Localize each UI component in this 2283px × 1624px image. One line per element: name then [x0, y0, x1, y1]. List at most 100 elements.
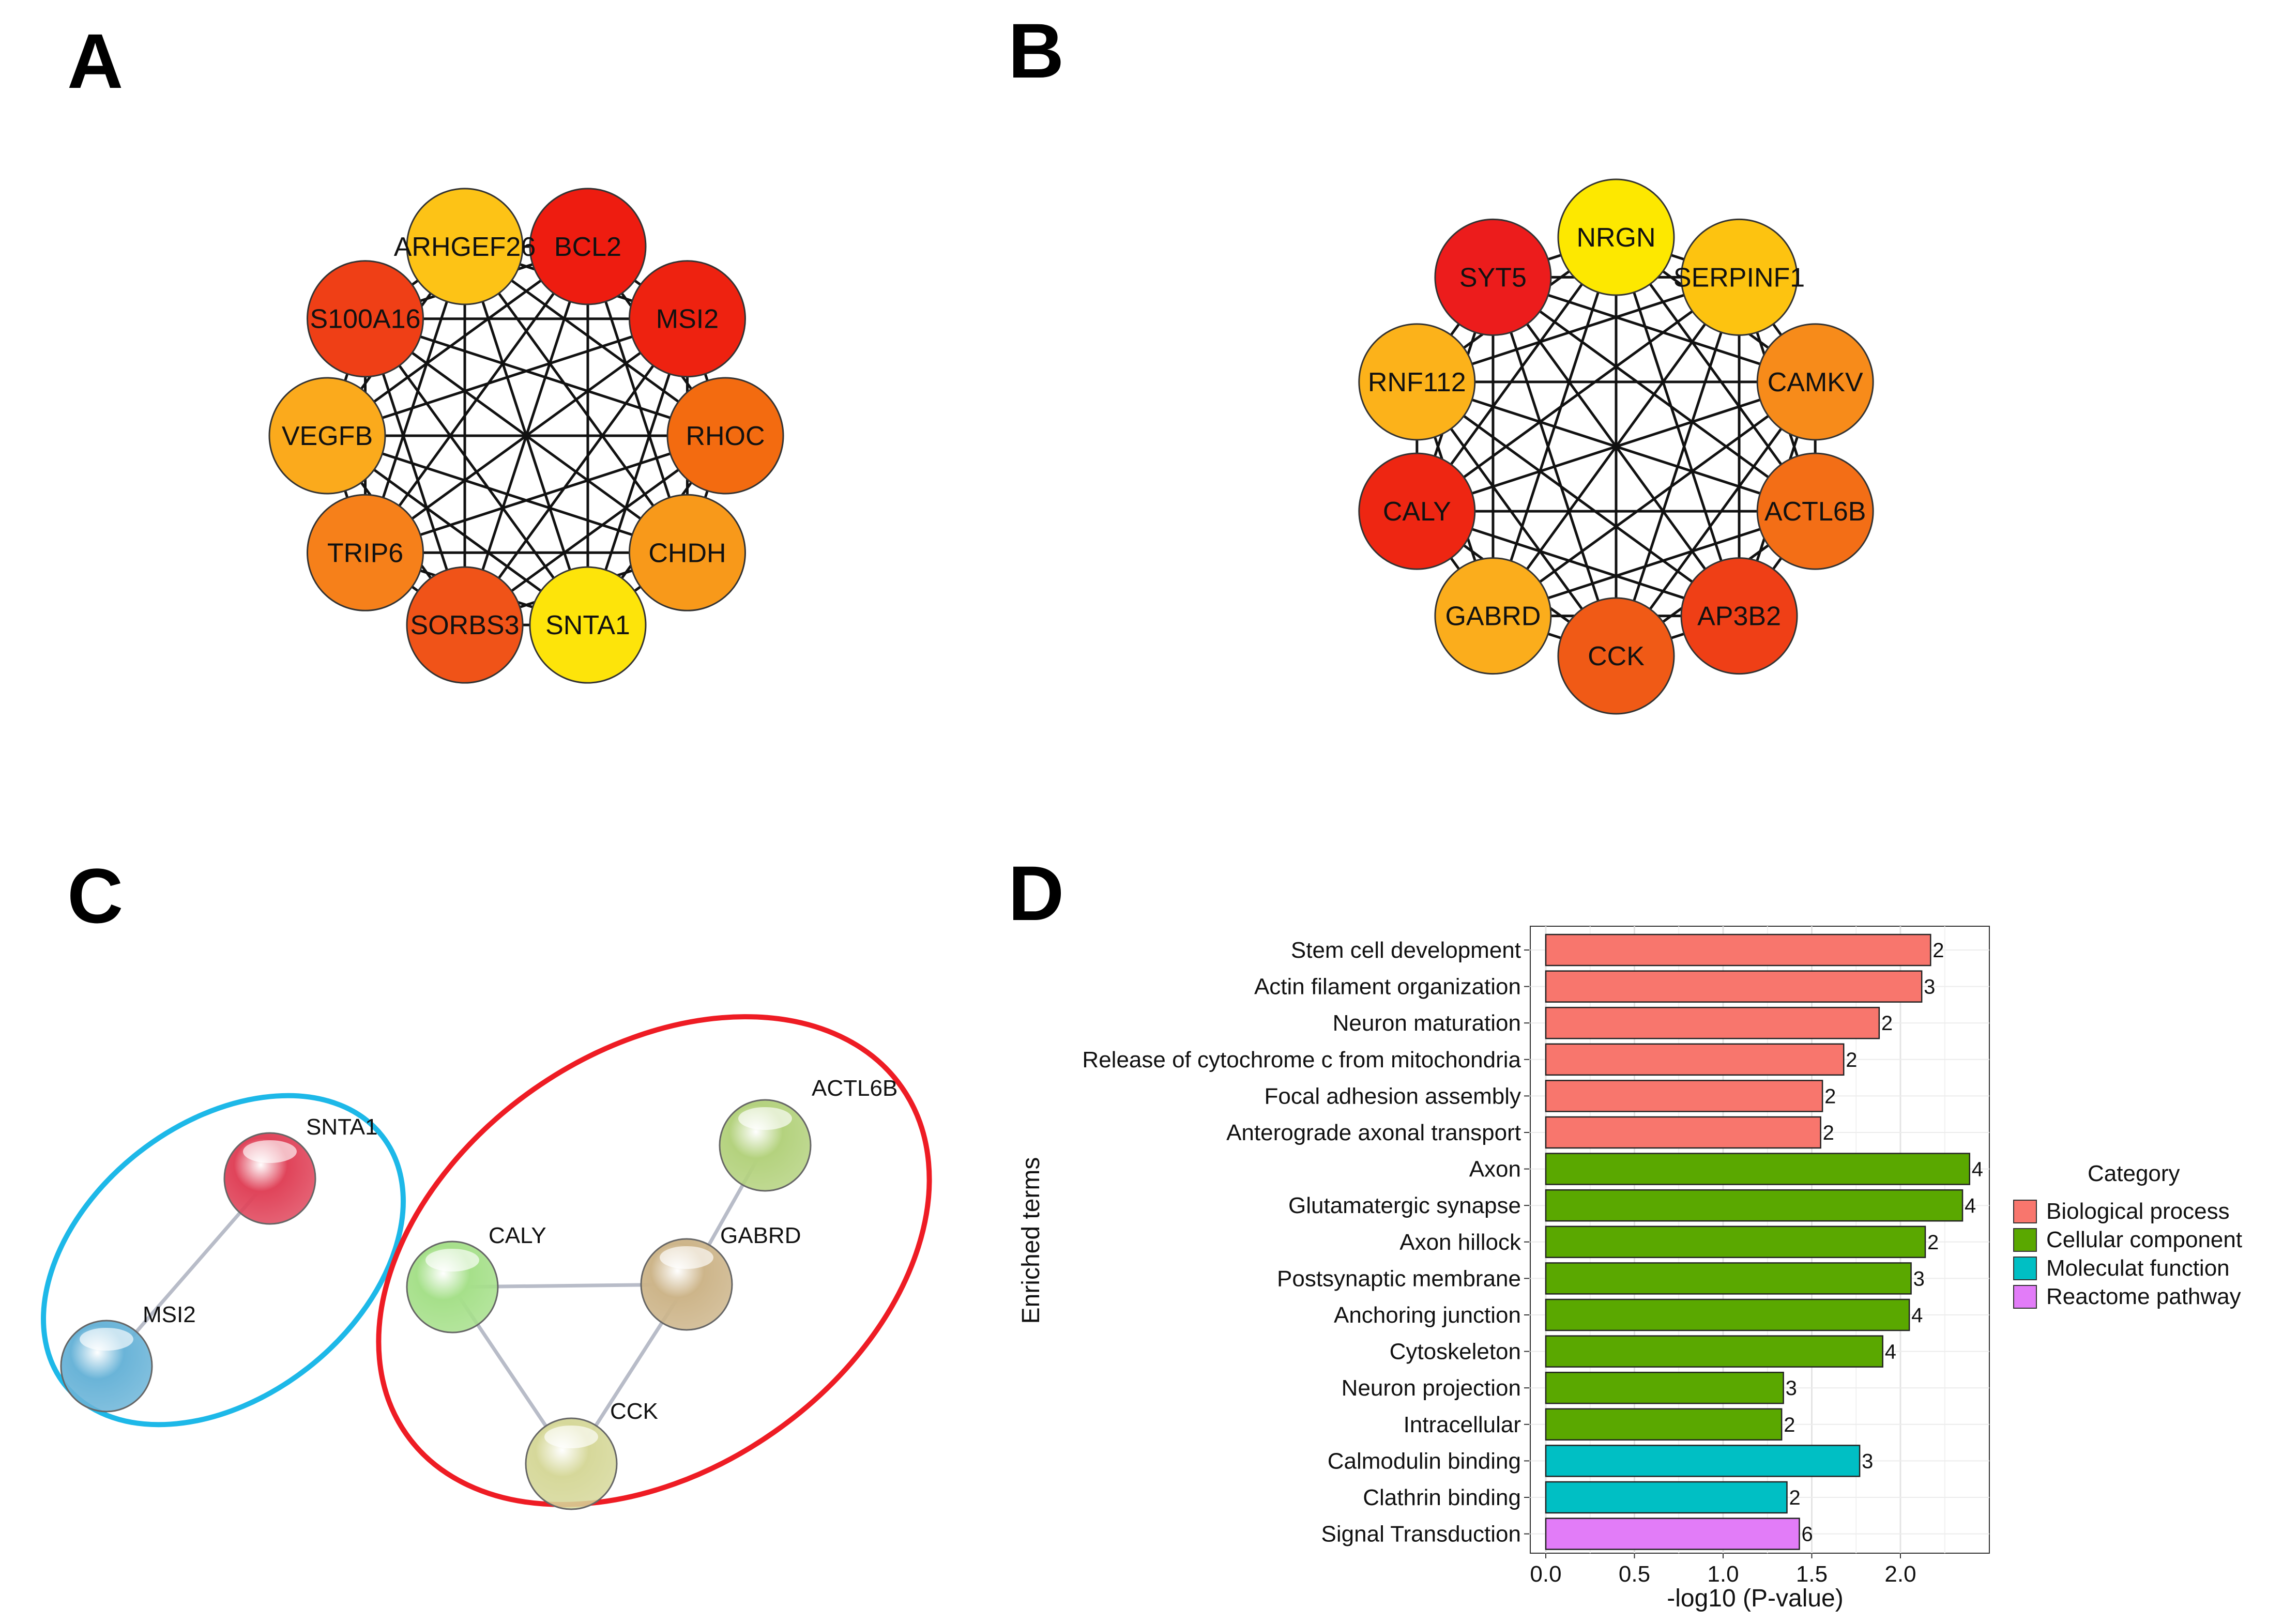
bar-count-label: 4 — [1911, 1304, 1923, 1327]
enrichment-bar[interactable] — [1545, 1335, 1883, 1368]
term-tick-label: Postsynaptic membrane — [1277, 1266, 1521, 1291]
enrichment-bar[interactable] — [1545, 1518, 1800, 1550]
network-node-circle — [1358, 452, 1476, 570]
bar-count-label: 6 — [1801, 1523, 1813, 1546]
bar-count-label: 2 — [1846, 1049, 1857, 1071]
ppi-node-label: GABRD — [720, 1223, 801, 1248]
ppi-node-label: CALY — [489, 1223, 546, 1248]
network-edge — [1491, 237, 1618, 617]
x-tick-label: 0.5 — [1619, 1561, 1650, 1587]
bar-count-label: 4 — [1885, 1341, 1896, 1363]
network-edge — [1492, 276, 1816, 513]
bar-count-label: 2 — [1823, 1122, 1834, 1144]
ppi-node-label: CCK — [610, 1399, 658, 1424]
network-node-circle — [529, 188, 647, 305]
x-tick-label: 0.0 — [1530, 1561, 1561, 1587]
network-node[interactable]: CHDH — [628, 494, 746, 611]
network-node-label: CAMKV — [1768, 367, 1863, 397]
term-tick-label: Neuron projection — [1342, 1375, 1521, 1401]
ppi-node[interactable]: ACTL6B — [719, 1076, 897, 1192]
panel-d-letter: D — [1008, 850, 1064, 937]
term-tick-label: Release of cytochrome c from mitochondri… — [1082, 1047, 1521, 1073]
enrichment-bar[interactable] — [1545, 1408, 1783, 1441]
network-edge — [364, 317, 726, 437]
network-node[interactable]: SYT5 — [1434, 218, 1552, 336]
enrichment-bar[interactable] — [1545, 1445, 1861, 1477]
network-node-label: AP3B2 — [1697, 602, 1781, 632]
network-node[interactable]: AP3B2 — [1680, 557, 1798, 675]
ppi-node[interactable]: MSI2 — [60, 1302, 196, 1413]
network-node-label: TRIP6 — [327, 538, 403, 568]
enrichment-bar[interactable] — [1545, 1262, 1912, 1295]
network-node[interactable]: RHOC — [666, 377, 784, 495]
network-node-label: MSI2 — [656, 304, 719, 334]
x-tick-label: 2.0 — [1884, 1561, 1916, 1587]
network-node[interactable]: SERPINF1 — [1673, 218, 1805, 336]
network-node-circle — [529, 566, 647, 684]
legend-item-label: Biological process — [2046, 1199, 2230, 1224]
x-tick-label: 1.5 — [1796, 1561, 1828, 1587]
network-node-circle — [666, 377, 784, 495]
term-tick-label: Axon hillock — [1399, 1230, 1521, 1255]
x-axis-title: -log10 (P-value) — [1667, 1585, 1843, 1612]
network-node-circle — [1557, 178, 1675, 296]
panel-a-network: A BCL2MSI2RHOCCHDHSNTA1SORBS3TRIP6VEGFBS… — [67, 18, 784, 684]
enrichment-bar[interactable] — [1545, 1116, 1821, 1149]
network-node[interactable]: S100A16 — [307, 260, 424, 378]
network-node[interactable]: RNF112 — [1358, 323, 1476, 441]
network-node[interactable]: SORBS3 — [406, 566, 524, 684]
network-node-circle — [406, 188, 524, 305]
term-tick-label: Calmodulin binding — [1328, 1448, 1521, 1474]
network-node-label: CCK — [1588, 641, 1645, 671]
bar-count-label: 2 — [1927, 1231, 1939, 1254]
network-node[interactable]: CALY — [1358, 452, 1476, 570]
network-node-circle — [1756, 323, 1874, 441]
network-node-label: SERPINF1 — [1673, 263, 1805, 293]
network-node[interactable]: CAMKV — [1756, 323, 1874, 441]
panel-b-letter: B — [1008, 7, 1064, 94]
network-node-label: CALY — [1383, 497, 1451, 527]
y-axis-title: Enriched terms — [1017, 1157, 1045, 1324]
enrichment-bar[interactable] — [1545, 933, 1931, 967]
enrichment-bar[interactable] — [1545, 1043, 1845, 1076]
term-tick-label: Signal Transduction — [1321, 1522, 1521, 1547]
network-node[interactable]: CCK — [1557, 597, 1675, 715]
ppi-node[interactable]: CCK — [525, 1399, 658, 1510]
enrichment-bar[interactable] — [1545, 1481, 1788, 1514]
legend-item-label: Cellular component — [2046, 1227, 2242, 1252]
legend-item-label: Moleculat function — [2046, 1255, 2230, 1281]
enrichment-bar[interactable] — [1545, 970, 1923, 1003]
network-node[interactable]: BCL2 — [529, 188, 647, 305]
bar-count-label: 2 — [1789, 1487, 1800, 1509]
network-node[interactable]: VEGFB — [268, 377, 386, 495]
enrichment-bar[interactable] — [1545, 1371, 1784, 1404]
term-tick-label: Neuron maturation — [1333, 1010, 1521, 1036]
enrichment-bar[interactable] — [1545, 1080, 1823, 1112]
ppi-node[interactable]: SNTA1 — [223, 1114, 378, 1225]
network-node[interactable]: TRIP6 — [307, 494, 424, 611]
bar-count-label: 3 — [1913, 1267, 1925, 1290]
enrichment-bar[interactable] — [1545, 1189, 1964, 1222]
network-node[interactable]: GABRD — [1434, 557, 1552, 675]
ppi-node[interactable]: CALY — [406, 1223, 546, 1334]
enrichment-bar[interactable] — [1545, 1006, 1880, 1039]
term-tick-label: Clathrin binding — [1363, 1485, 1521, 1510]
enrichment-bar[interactable] — [1545, 1225, 1926, 1259]
term-tick-label: Actin filament organization — [1254, 974, 1521, 1000]
network-node-circle — [1434, 218, 1552, 336]
network-edge — [1615, 237, 1741, 617]
enrichment-bar[interactable] — [1545, 1153, 1971, 1185]
network-node[interactable]: MSI2 — [628, 260, 746, 378]
network-node[interactable]: ARHGEF26 — [394, 188, 536, 305]
enrichment-bar[interactable] — [1545, 1298, 1910, 1331]
term-tick-label: Focal adhesion assembly — [1265, 1083, 1521, 1109]
network-node[interactable]: SNTA1 — [529, 566, 647, 684]
network-node[interactable]: ACTL6B — [1756, 452, 1874, 570]
ppi-node[interactable]: GABRD — [640, 1223, 801, 1331]
term-tick-label: Axon — [1469, 1157, 1521, 1182]
x-tick-label: 1.0 — [1707, 1561, 1739, 1587]
network-node[interactable]: NRGN — [1557, 178, 1675, 296]
